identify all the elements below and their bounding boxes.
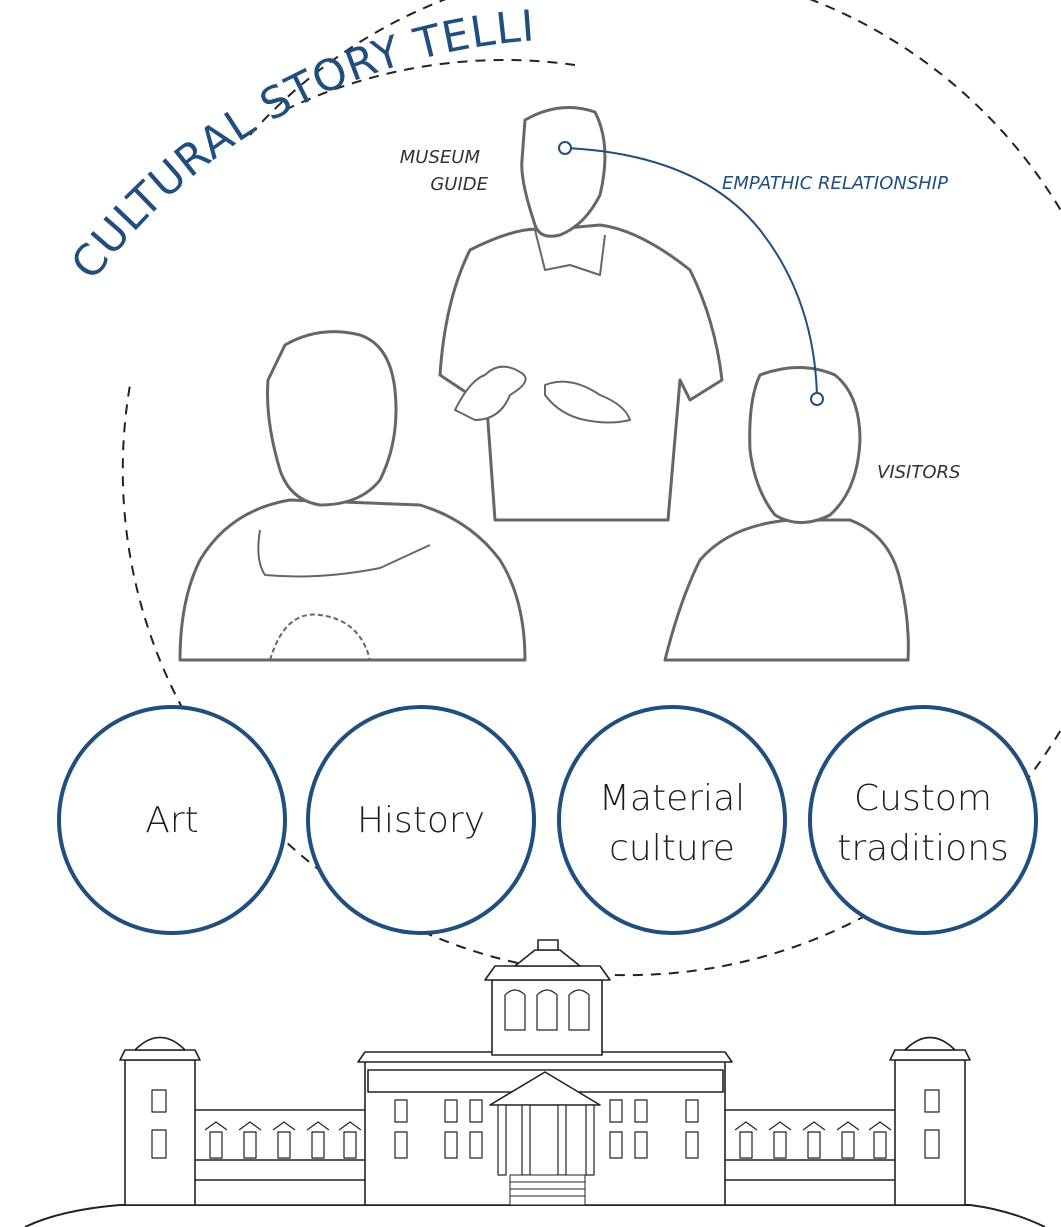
visitor-right-figure xyxy=(663,366,910,662)
museum-guide-label-2: GUIDE xyxy=(430,174,488,195)
empathic-relationship-label: EMPATHIC RELATIONSHIP xyxy=(722,173,948,194)
visitor-head-node xyxy=(810,392,824,406)
museum-guide-figure xyxy=(438,106,724,522)
topic-material-culture: Material culture xyxy=(557,705,787,935)
empathic-link xyxy=(566,147,818,399)
topic-history-label: History xyxy=(357,800,485,841)
topic-circles: Art History Material culture Custom trad… xyxy=(57,705,1038,935)
topic-art-label: Art xyxy=(145,800,199,841)
topic-art: Art xyxy=(57,705,287,935)
guide-head-node xyxy=(558,141,572,155)
visitor-left-figure xyxy=(178,330,527,662)
diagram-title: CULTURAL STORY TELLING xyxy=(0,0,537,289)
topic-material-label-2: culture xyxy=(609,828,735,869)
topic-material-label-1: Material xyxy=(599,778,745,819)
topic-custom-label-1: Custom xyxy=(854,778,992,819)
visitors-label: VISITORS xyxy=(877,462,960,483)
topic-custom-label-2: traditions xyxy=(837,828,1009,869)
museum-building xyxy=(24,939,1046,1227)
story-circle-upper xyxy=(284,59,576,111)
topic-custom-traditions: Custom traditions xyxy=(808,705,1038,935)
museum-guide-label-1: MUSEUM xyxy=(400,147,481,168)
topic-history: History xyxy=(306,705,536,935)
